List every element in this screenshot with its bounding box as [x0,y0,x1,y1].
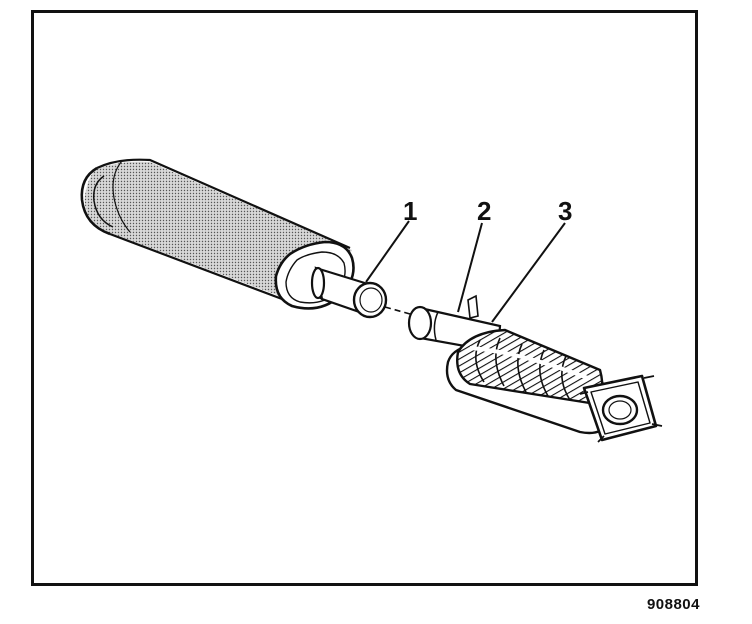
figure-id: 908804 [646,596,700,613]
alignment-line [384,306,411,315]
leader-lines [365,220,566,323]
leader-line-3 [491,222,566,323]
callout-1: 1 [403,196,418,226]
diagram-frame [31,10,698,586]
leader-line-2 [457,222,483,313]
leader-line-1 [365,220,410,283]
callout-3: 3 [558,196,573,226]
muffler-outlet-pipe [310,266,388,319]
callout-2: 2 [477,196,492,226]
catalytic-converter [445,328,663,443]
